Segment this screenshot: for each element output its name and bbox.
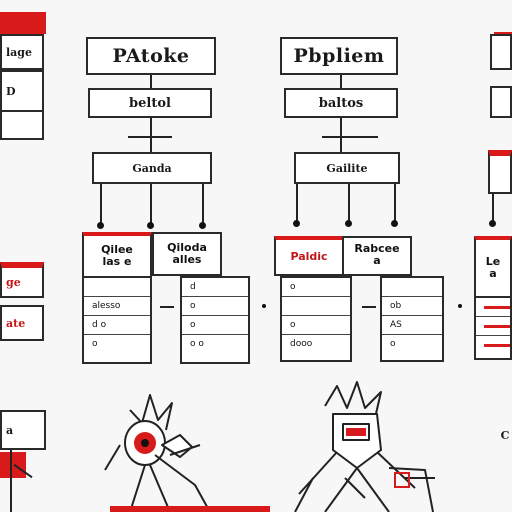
card-row [382,278,442,297]
diagram-b-level3: Gailite [294,152,400,184]
diagram-b-level2-text: baltos [318,95,364,111]
card-row: o [182,316,248,335]
diagram-a-card-2: Qiloda alles [152,232,222,276]
diagram-b-card-1: Paldic [274,236,344,276]
diagram-a-level2-text: beltol [129,95,171,111]
diagram-c-card: Le a [474,236,512,360]
connector [150,184,152,226]
card-header: Le a [476,240,510,298]
left-cell-3 [0,110,44,140]
left-bottom-box: a [0,410,46,450]
character-sketch-left [104,394,211,512]
connector [362,306,376,308]
left-bottom-box-label: a [6,423,14,437]
diagram-b-title: Pbpliem [280,37,398,75]
connector [160,306,174,308]
card-row: alesso [84,297,150,316]
diagram-b-level3-text: Gailite [326,161,368,175]
card-row [84,278,150,297]
card-row: ob [382,297,442,316]
connector [322,136,378,138]
connector-dot [489,220,496,227]
red-visor [346,428,366,436]
connector-dot [97,222,104,229]
left-cell-2-label: D [6,84,16,98]
right-level3-box [488,150,512,194]
red-stroke [484,324,510,328]
connector [348,184,350,226]
card-header: Paldic [290,250,328,263]
connector [296,184,298,226]
diagram-a-card-1: Qilee las e alesso d o o [82,232,152,364]
connector [10,450,12,512]
card-header: Rabcee a [354,242,400,267]
diagram-b-card-1-body: o o dooo [280,276,352,362]
left-small-box-1-label: ge [6,275,21,289]
connector [394,184,396,226]
card-row: d [182,278,248,297]
left-cell-2: D [0,70,44,112]
card-header: Qiloda alles [167,241,207,266]
card-row [476,317,510,336]
left-bottom-red [0,452,26,478]
connector-dot [262,304,266,308]
connector [100,184,102,226]
diagram-a-card-3: d o o o o [180,276,250,364]
right-fragment-text: C [500,428,510,442]
left-small-box-1: ge [0,262,44,298]
left-cell-1-label: lage [6,45,32,59]
connector [150,118,152,152]
connector [202,184,204,226]
connector [150,75,152,88]
card-row [476,336,510,354]
left-red-band [0,12,46,34]
diagram-a-title: PAtoke [86,37,216,75]
diagram-b-card-2-body: ob AS o [380,276,444,362]
bottom-red-bar [110,506,270,512]
character-sketch-center [294,381,435,512]
diagram-b-level2: baltos [284,88,398,118]
red-stroke [484,343,510,347]
left-cell-1: lage [0,34,44,70]
card-row: o [282,316,350,335]
diagram-a-level3: Ganda [92,152,212,184]
connector-dot [293,220,300,227]
card-row: o [390,339,396,349]
connector [340,75,342,88]
card-row: AS [382,316,442,335]
card-row: o [182,297,248,316]
connector [340,118,342,152]
diagram-a-level2: beltol [88,88,212,118]
card-row [282,297,350,316]
connector-dot [199,222,206,229]
diagram-a-level3-text: Ganda [132,161,172,175]
connector-dot [391,220,398,227]
connector-dot [458,304,462,308]
card-row: dooo [290,339,313,349]
card-row [476,298,510,317]
card-row: d o [84,316,150,335]
diagram-b-card-2: Rabcee a [342,236,412,276]
diagram-b-title-text: Pbpliem [293,45,385,67]
left-small-box-2-label: ate [6,316,26,330]
card-row: o [282,278,350,297]
connector [128,136,172,138]
connector [492,194,494,224]
diagram-a-title-text: PAtoke [112,45,190,67]
card-row: o [92,339,98,349]
card-header: Qilee las e [84,236,150,278]
left-small-box-2: ate [0,305,44,341]
right-top-box [490,34,512,70]
right-mid-box [490,86,512,118]
connector-dot [345,220,352,227]
card-row: o o [190,339,204,349]
red-stroke [484,305,510,309]
connector-dot [147,222,154,229]
